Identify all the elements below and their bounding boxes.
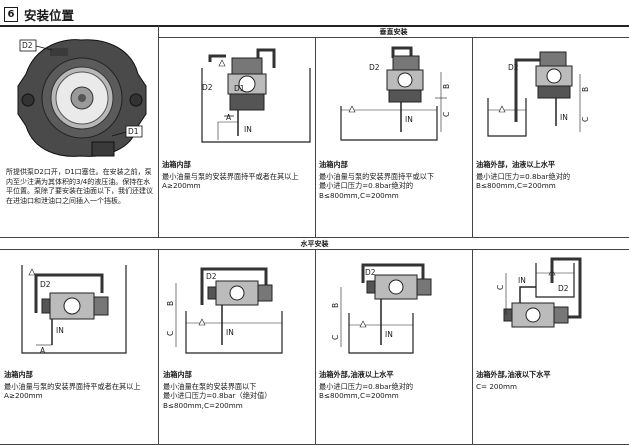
horizontal-diagram-1: D2 IN A xyxy=(21,265,127,355)
dimension-label: B xyxy=(442,84,451,89)
dimension-label: A xyxy=(40,346,46,355)
horizontal-cell-3-text: 油箱外部,油液以上水平 最小进口压力=0.8bar绝对的 B≤800mm,C=2… xyxy=(319,370,469,401)
vertical-diagram-1: D1 D2 A IN xyxy=(201,48,311,143)
cell-line: B≤800mm,C=200mm xyxy=(163,400,243,410)
dimension-label: B xyxy=(581,87,590,92)
col-divider xyxy=(315,37,316,237)
vertical-cell-1-text: 油箱内部 最小油量与泵的安装界面持平或者在其以上 A≥200mm xyxy=(162,160,312,191)
cell-line: 最小进口压力=0.8bar（绝对值） xyxy=(163,391,272,401)
dimension-label: C xyxy=(496,285,505,290)
horizontal-cell-4-text: 油箱外部,油液以下水平 C= 200mm xyxy=(476,370,626,391)
cell-heading: 油箱内部 xyxy=(163,370,192,379)
intro-text: 所提供泵D2口开，D1口塞住。在安装之前，泵内至少注满为其体积的3/4的液压油。… xyxy=(6,168,153,205)
vertical-cell-3-text: 油箱外部，油液以上水平 最小进口压力=0.8bar绝对的 B≤800mm,C=2… xyxy=(476,160,626,191)
horizontal-diagram-3: D2 IN B C xyxy=(331,263,432,354)
cell-line: 最小油量与泵的安装界面持平或以下 xyxy=(319,171,435,181)
pump-d2-label: D2 xyxy=(22,41,33,50)
dimension-label: IN xyxy=(405,115,413,124)
dimension-label: IN xyxy=(56,326,64,335)
dimension-label: C xyxy=(581,117,590,122)
horizontal-installation-label: 水平安装 xyxy=(300,240,329,248)
dimension-label: B xyxy=(331,303,340,308)
cell-line: B≤800mm,C=200mm xyxy=(319,391,399,401)
dimension-label: IN xyxy=(560,113,568,122)
vertical-diagram-3: D2 IN B C xyxy=(487,51,590,137)
horizontal-diagram-4: D2 IN C xyxy=(496,257,582,328)
horizontal-header-rule xyxy=(0,249,629,250)
dimension-label: IN xyxy=(244,125,252,134)
cell-line: 最小进口压力=0.8bar绝对的 xyxy=(319,381,414,391)
vertical-cell-2-text: 油箱内部 最小油量与泵的安装界面持平或以下 最小进口压力=0.8bar绝对的 B… xyxy=(319,160,469,200)
mid-rule xyxy=(0,237,629,238)
vertical-header-rule xyxy=(158,37,629,38)
dimension-label: D2 xyxy=(40,280,51,289)
svg-text:D1: D1 xyxy=(234,84,245,93)
top-rule xyxy=(0,25,629,27)
section-header: 6 安装位置 xyxy=(4,4,74,24)
dimension-label: D2 xyxy=(206,272,217,281)
section-number: 6 xyxy=(4,6,18,22)
dimension-label: C xyxy=(442,112,451,117)
dimension-label: D2 xyxy=(365,268,376,277)
dimension-label: D2 xyxy=(558,284,569,293)
col-divider xyxy=(315,249,316,445)
cell-line: 最小油量与泵的安装界面持平或者在其以上 xyxy=(162,171,299,181)
cell-heading: 油箱外部，油液以上水平 xyxy=(476,160,556,169)
dimension-label: D2 xyxy=(508,63,519,72)
cell-line: A≥200mm xyxy=(4,391,43,401)
cell-heading: 油箱外部,油液以上水平 xyxy=(319,370,394,379)
section-title: 安装位置 xyxy=(24,7,75,23)
cell-line: B≤800mm,C=200mm xyxy=(476,181,556,191)
pump-d1-label: D1 xyxy=(128,127,139,136)
cell-heading: 油箱内部 xyxy=(4,370,33,379)
col-divider xyxy=(158,25,159,237)
col-divider xyxy=(472,37,473,237)
dimension-label: C xyxy=(331,335,340,340)
dimension-label: D2 xyxy=(369,63,380,72)
cell-heading: 油箱内部 xyxy=(319,160,348,169)
cell-heading: 油箱内部 xyxy=(162,160,191,169)
col-divider xyxy=(158,249,159,445)
cell-line: 最小进口压力=0.8bar绝对的 xyxy=(476,171,571,181)
cell-line: A≥200mm xyxy=(162,181,201,191)
col-divider xyxy=(472,249,473,445)
horizontal-cell-2-text: 油箱内部 最小油量在泵的安装界面以下 最小进口压力=0.8bar（绝对值） B≤… xyxy=(163,370,313,410)
dimension-label: IN xyxy=(226,328,234,337)
horizontal-diagram-2: D2 IN B C xyxy=(166,267,283,354)
vertical-diagram-2: D2 IN B C xyxy=(340,46,451,141)
horizontal-cell-1-text: 油箱内部 最小油量与泵的安装界面持平或者在其以上 A≥200mm xyxy=(4,370,156,401)
cell-line: B≤800mm,C=200mm xyxy=(319,190,399,200)
cell-line: 最小油量与泵的安装界面持平或者在其以上 xyxy=(4,381,141,391)
cell-line: 最小油量在泵的安装界面以下 xyxy=(163,381,257,391)
cell-line: 最小进口压力=0.8bar绝对的 xyxy=(319,181,414,191)
pump-front-view: D2 D1 xyxy=(17,39,147,157)
dimension-label: IN xyxy=(385,330,393,339)
dimension-label: A xyxy=(226,113,232,122)
vertical-installation-label: 垂直安装 xyxy=(379,28,408,36)
dimension-label: IN xyxy=(518,276,526,285)
dimension-label: C xyxy=(166,331,175,336)
cell-line: C= 200mm xyxy=(476,381,518,391)
cell-heading: 油箱外部,油液以下水平 xyxy=(476,370,551,379)
dimension-label: D2 xyxy=(202,83,213,92)
dimension-label: B xyxy=(166,301,175,306)
